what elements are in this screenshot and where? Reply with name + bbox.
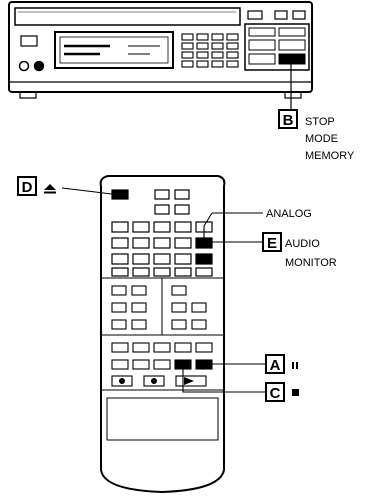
callout-b-label-2: MODE — [305, 133, 338, 145]
remote-transport-icons — [119, 377, 194, 385]
rewind-icon — [119, 378, 125, 384]
callout-e-label-2: MONITOR — [285, 257, 337, 269]
callout-e-letter: E — [267, 235, 277, 252]
eject-icon — [44, 184, 56, 194]
callout-b: B STOP MODE MEMORY — [278, 109, 355, 162]
analog-label-group: ANALOG — [203, 208, 312, 238]
callout-b-label-3: MEMORY — [305, 150, 355, 162]
callout-e: E AUDIO MONITOR — [212, 232, 337, 269]
callout-a: A — [212, 354, 298, 374]
callout-c-letter: C — [270, 385, 281, 402]
callout-c: C — [182, 369, 299, 402]
callout-d-letter: D — [22, 179, 33, 196]
play-icon — [184, 377, 194, 385]
stop-icon — [292, 389, 299, 396]
cd-player — [8, 1, 313, 99]
callout-b-letter: B — [283, 112, 294, 129]
pause-icon — [292, 362, 298, 369]
analog-label: ANALOG — [266, 208, 312, 220]
remote-control — [99, 175, 226, 494]
callout-d: D — [17, 176, 113, 196]
callout-a-letter: A — [270, 357, 281, 374]
fast-forward-icon — [151, 378, 157, 384]
callout-e-label-1: AUDIO — [285, 238, 320, 250]
callout-b-label-1: STOP — [305, 116, 335, 128]
